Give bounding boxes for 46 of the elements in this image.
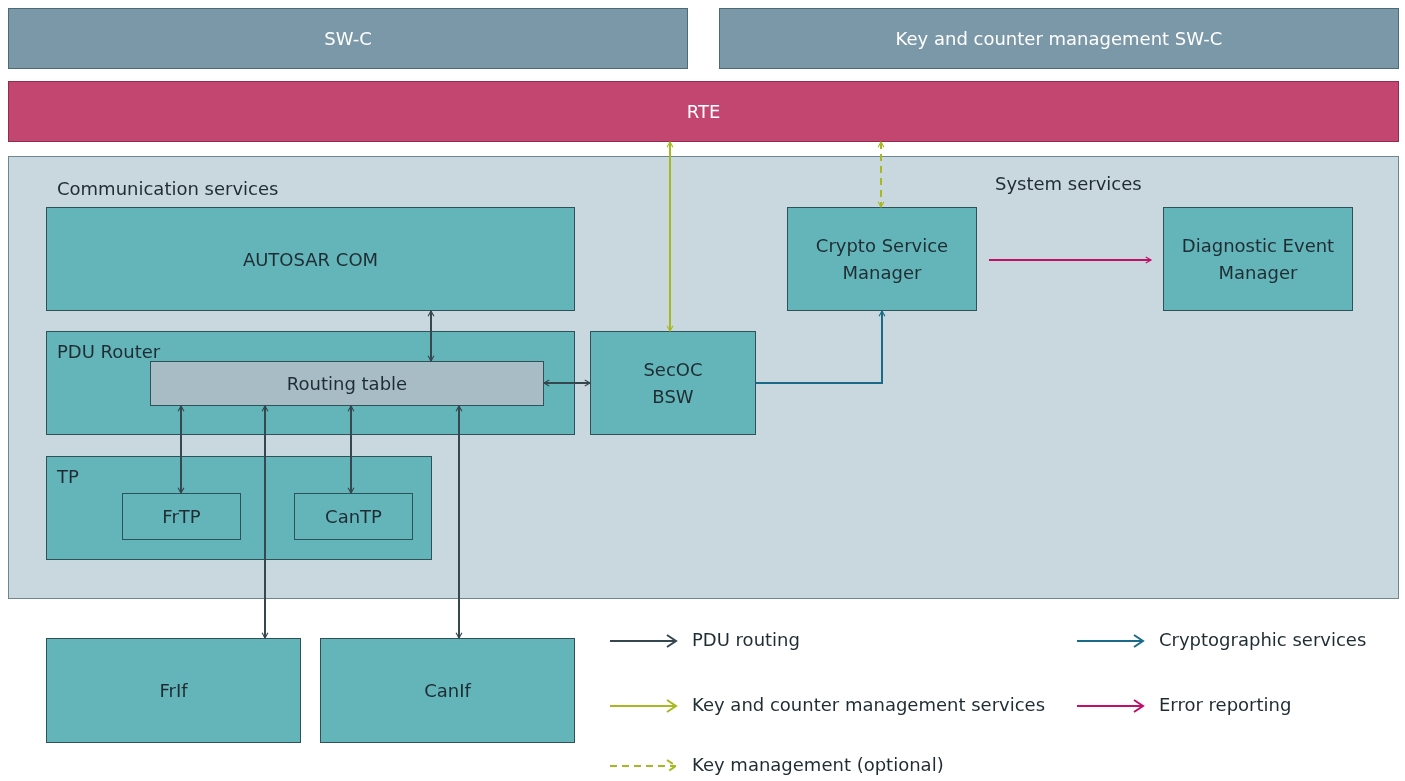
rte-bar xyxy=(8,81,1399,142)
connector-arrow xyxy=(755,310,886,384)
component-box xyxy=(8,8,688,69)
module-label: FrTP xyxy=(162,505,201,529)
legend-label: Cryptographic services xyxy=(1159,629,1367,650)
module-label: Diagnostic Event Manager xyxy=(1180,234,1336,285)
connector-arrow xyxy=(455,405,463,639)
module-box xyxy=(294,493,413,540)
connector-arrow xyxy=(177,405,185,494)
connector-arrow xyxy=(988,256,1152,264)
module-label: TP xyxy=(57,465,79,489)
legend-label: Key and counter management services xyxy=(692,694,1046,715)
module-box xyxy=(590,331,756,435)
section-heading: Communication services xyxy=(57,177,279,201)
routing-table-box xyxy=(150,361,544,406)
module-label: PDU Router xyxy=(57,340,161,364)
module-label: FrIf xyxy=(159,679,188,703)
module-box xyxy=(122,493,241,540)
legend-label: PDU routing xyxy=(692,629,800,650)
module-box xyxy=(787,207,977,311)
module-box xyxy=(46,456,432,560)
module-box xyxy=(46,638,301,743)
section-heading: System services xyxy=(995,172,1142,196)
legend-label: Key management (optional) xyxy=(692,754,944,775)
connector-arrow xyxy=(427,310,435,362)
connector-arrow xyxy=(666,141,674,332)
module-label: AUTOSAR COM xyxy=(242,247,379,272)
module-label: Key and counter management SW-C xyxy=(895,27,1223,51)
module-label: CanTP xyxy=(325,505,382,529)
module-label: RTE xyxy=(686,100,721,124)
module-label: CanIf xyxy=(424,679,471,703)
connector-arrow xyxy=(543,379,591,387)
module-box xyxy=(46,207,575,311)
services-panel xyxy=(8,156,1399,599)
module-box xyxy=(46,331,575,435)
module-box xyxy=(320,638,575,743)
component-box xyxy=(719,8,1399,69)
module-label: Crypto Service Manager xyxy=(814,234,950,285)
module-label: SecOC BSW xyxy=(642,358,704,409)
legend-label: Error reporting xyxy=(1159,694,1292,715)
connector-arrow xyxy=(877,141,885,208)
module-label: Routing table xyxy=(286,372,408,396)
connector-arrow xyxy=(347,405,355,494)
module-label: SW-C xyxy=(324,27,372,51)
connector-arrow xyxy=(261,405,269,639)
module-box xyxy=(1163,207,1353,311)
